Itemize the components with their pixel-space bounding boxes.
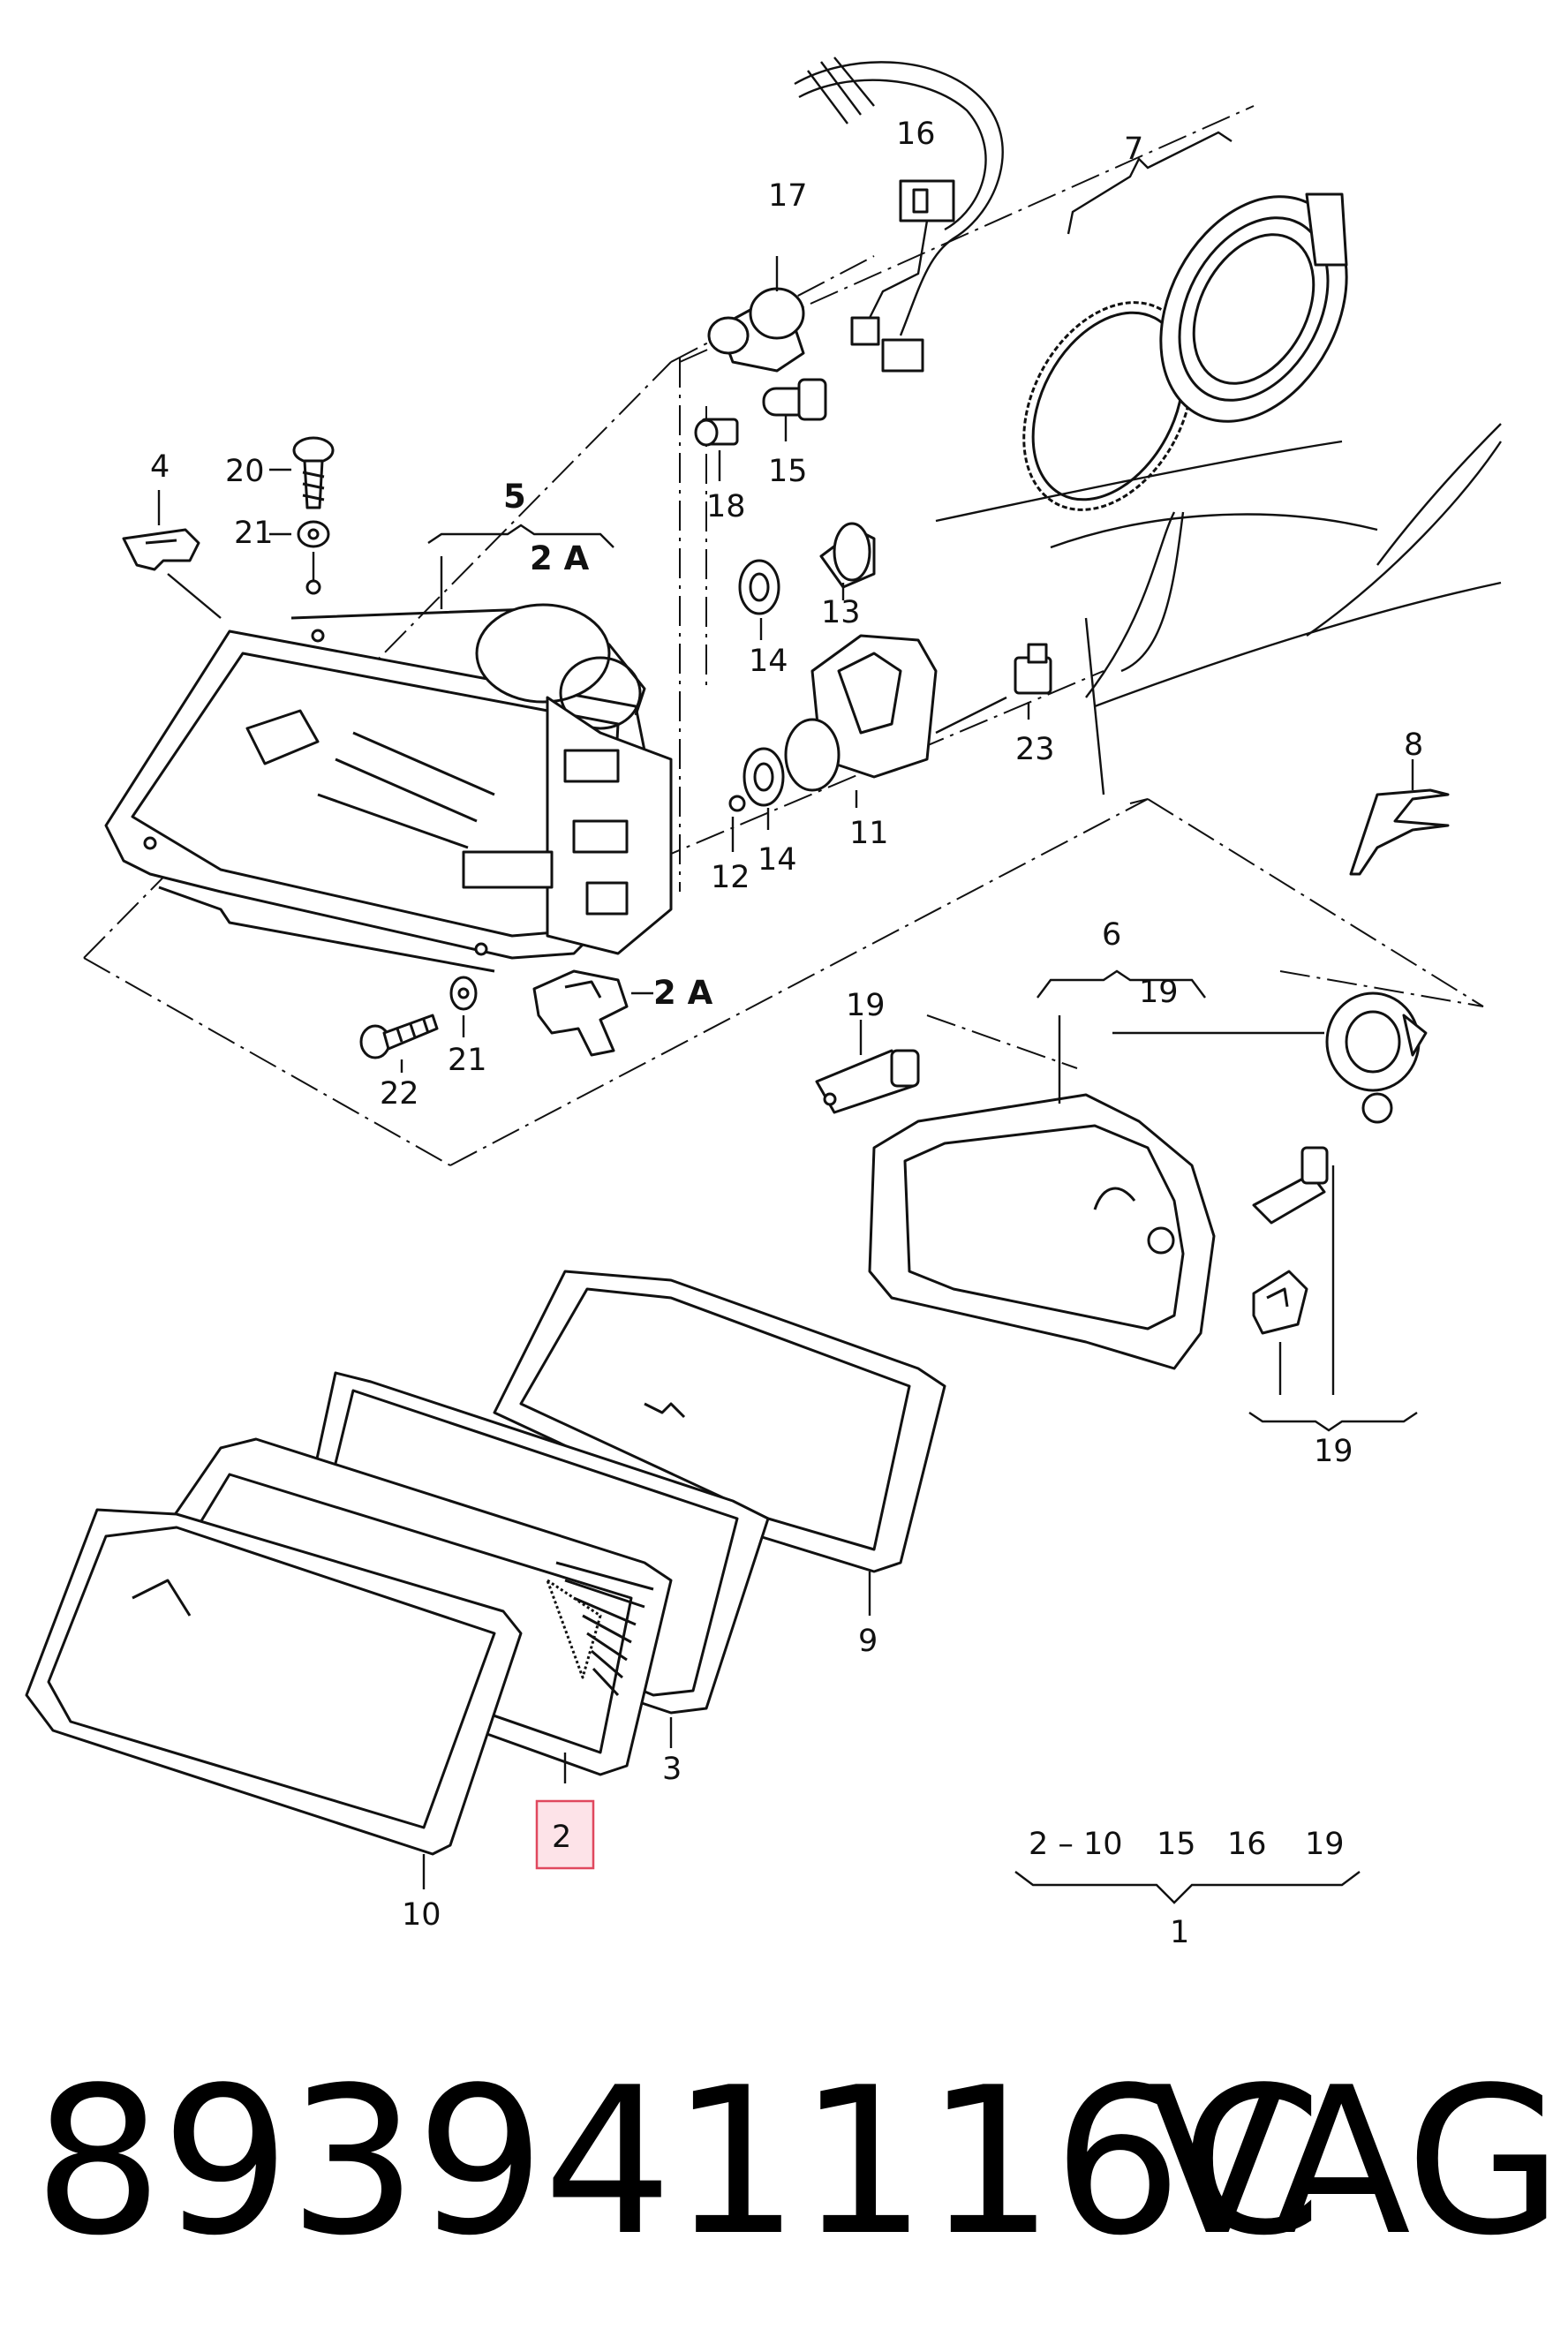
part-11-level-motor xyxy=(784,634,1007,808)
part-18-lamp xyxy=(694,418,739,481)
part-12-clip xyxy=(728,795,746,852)
part-19-socket-left xyxy=(815,1020,920,1114)
callout-4: 4 xyxy=(150,449,170,485)
part-23-connector xyxy=(1014,643,1052,720)
callout-3: 3 xyxy=(662,1752,682,1787)
callout-6: 6 xyxy=(1102,917,1121,953)
wiring-harness xyxy=(794,57,1004,373)
exploded-parts-diagram: 16 17 7 18 15 4 20 21 5 2 A 13 14 23 8 1… xyxy=(25,57,1502,1950)
callout-2: 2 xyxy=(552,1820,571,1855)
callout-19-left: 19 xyxy=(846,988,886,1023)
part-14-grommet-top xyxy=(738,559,780,640)
callout-5: 5 xyxy=(503,478,526,516)
part-19-socket-right xyxy=(1252,1146,1335,1395)
callout-11: 11 xyxy=(849,816,889,851)
part-6-holder-ring xyxy=(1112,991,1428,1124)
callout-13: 13 xyxy=(821,595,861,630)
callout-7: 7 xyxy=(1124,132,1143,167)
car-body xyxy=(935,423,1502,795)
callout-10: 10 xyxy=(402,1897,441,1933)
part-8-bracket xyxy=(1349,759,1450,876)
callout-15: 15 xyxy=(768,454,808,489)
part-number: 893941116C xyxy=(34,2045,1323,2280)
brand-name: VAG xyxy=(1148,2045,1563,2280)
callout-labels: 16 17 7 18 15 4 20 21 5 2 A 13 14 23 8 1… xyxy=(150,117,1423,1950)
part-10-bezel xyxy=(25,1508,523,1889)
part-17-bulb xyxy=(707,256,805,373)
footer: 893941116C VAG xyxy=(0,2031,1568,2295)
part-13-adjuster xyxy=(819,522,876,600)
part-5-housing xyxy=(104,556,673,973)
part-22-screw xyxy=(359,1014,439,1073)
kit-range: 2 – 10 xyxy=(1029,1827,1123,1862)
kit-19: 19 xyxy=(1305,1827,1345,1862)
callout-19-top: 19 xyxy=(1139,975,1179,1010)
highlight-box xyxy=(535,1799,595,1870)
callout-23: 23 xyxy=(1015,732,1055,767)
callout-19-right: 19 xyxy=(1314,1434,1353,1469)
group-brackets xyxy=(427,524,1418,1904)
callout-12: 12 xyxy=(711,860,750,895)
part-6-reflector xyxy=(868,1015,1216,1370)
callout-8: 8 xyxy=(1404,727,1423,763)
part-21-washer-top xyxy=(269,520,330,595)
part-19-clip-right xyxy=(1252,1270,1308,1395)
callout-1: 1 xyxy=(1170,1915,1189,1950)
callout-21-bottom: 21 xyxy=(448,1043,487,1078)
callout-20: 20 xyxy=(225,454,265,489)
part-4-clip xyxy=(122,490,222,619)
callout-18: 18 xyxy=(706,489,746,524)
part-15-bulb xyxy=(762,378,827,441)
callout-14-bottom: 14 xyxy=(758,842,797,878)
callout-9: 9 xyxy=(858,1624,878,1659)
callout-21-top: 21 xyxy=(234,516,274,551)
callout-17: 17 xyxy=(768,178,808,214)
part-14-grommet-bottom xyxy=(743,747,785,830)
callout-22: 22 xyxy=(380,1076,419,1112)
callout-16: 16 xyxy=(896,117,936,152)
callout-14-top: 14 xyxy=(749,644,788,679)
callout-2A-top: 2 A xyxy=(530,539,590,577)
callout-2A-bottom: 2 A xyxy=(653,974,713,1012)
kit-16: 16 xyxy=(1227,1827,1267,1862)
kit-15: 15 xyxy=(1157,1827,1196,1862)
part-21-washer-bottom xyxy=(449,976,478,1037)
part-2A-clip xyxy=(532,969,653,1057)
part-20-screw xyxy=(269,436,335,509)
part-7-ring-assembly xyxy=(1022,131,1348,511)
